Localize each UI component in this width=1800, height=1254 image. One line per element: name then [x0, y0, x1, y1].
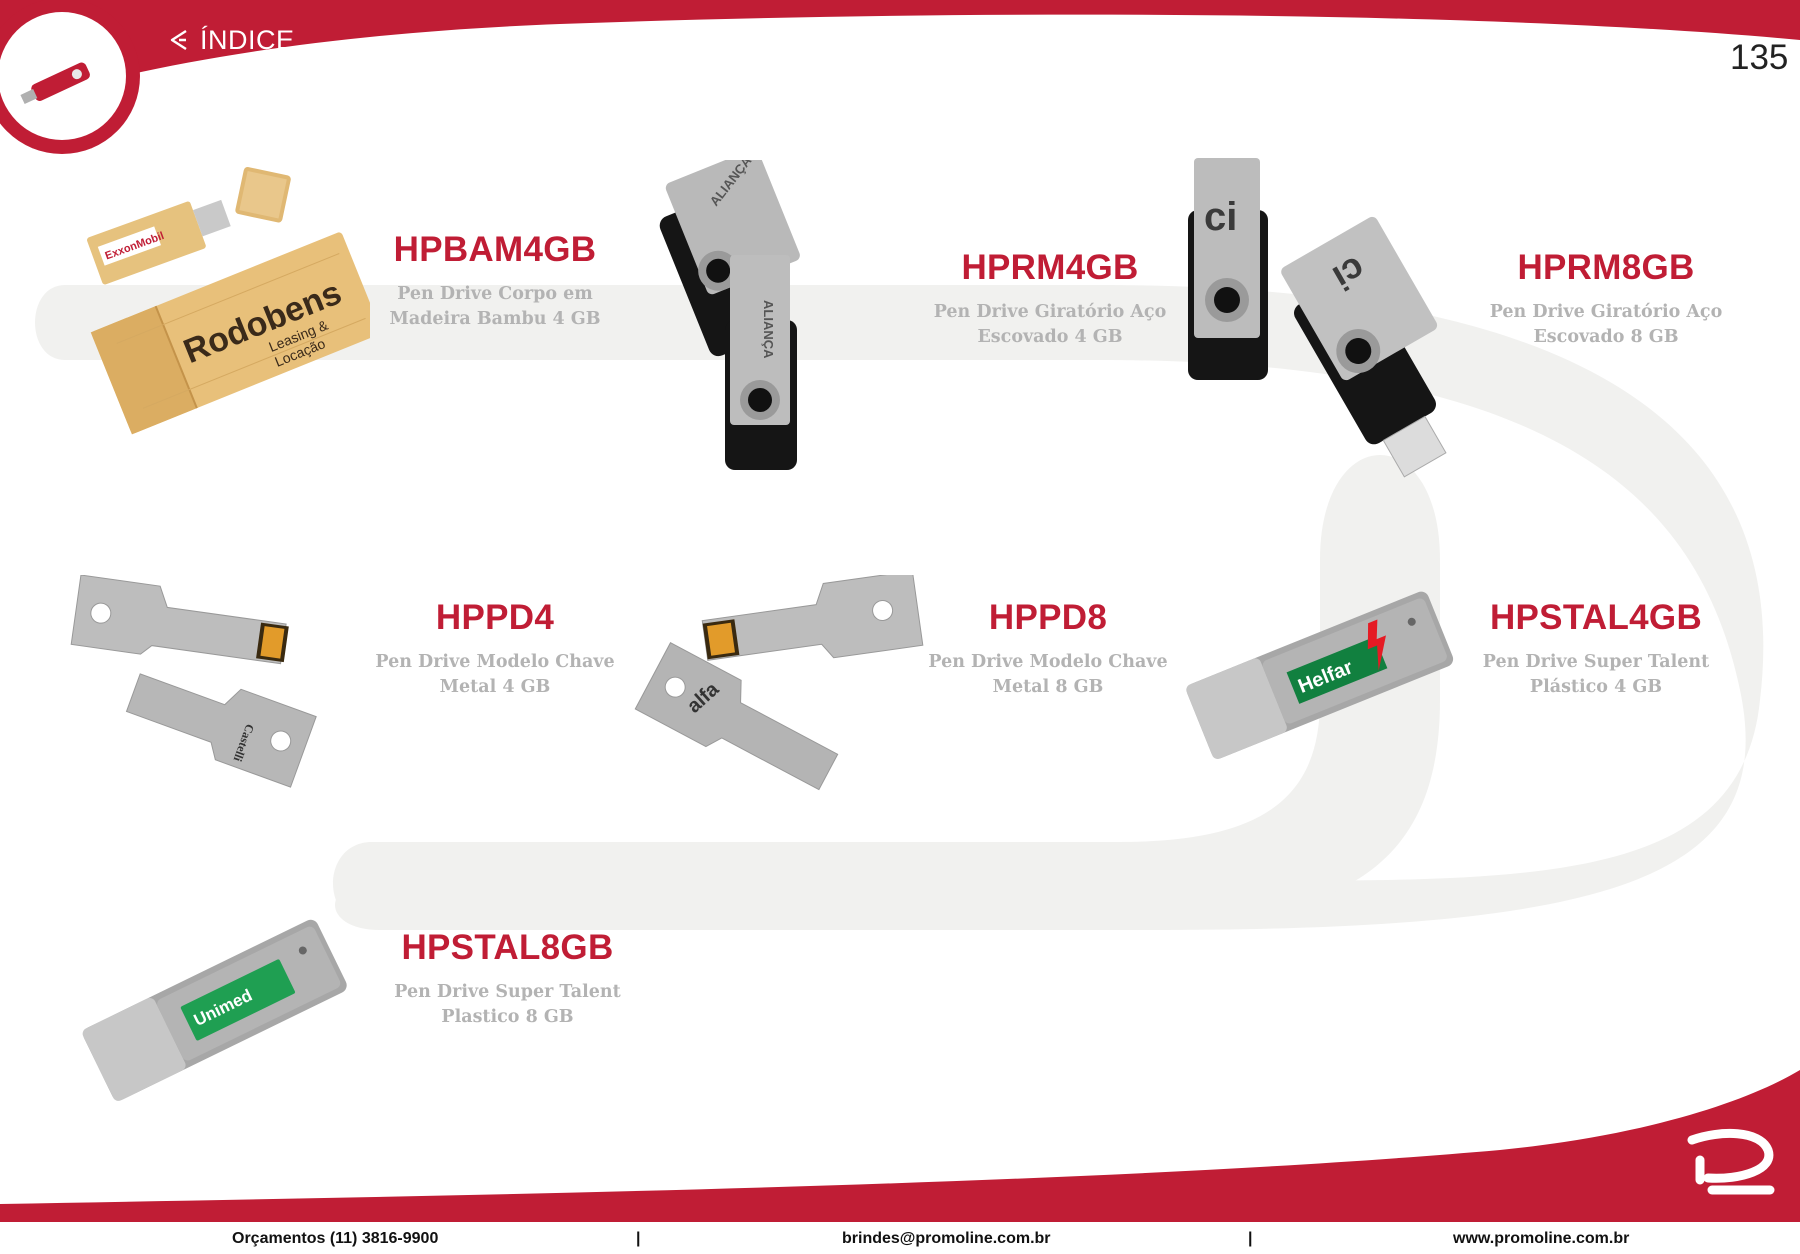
product-hpstal8gb[interactable]: HPSTAL8GB Pen Drive Super Talent Plastic… [375, 928, 640, 1030]
product-code: HPSTAL8GB [401, 928, 614, 967]
footer-phone: Orçamentos (11) 3816-9900 [232, 1230, 439, 1247]
swivel-drive-4gb-image: ALIANÇA ALIANÇA [659, 160, 800, 470]
product-description: Pen Drive Super Talent Plástico 4 GB [1482, 652, 1710, 697]
index-label: ÍNDICE [200, 24, 295, 55]
key-drive-4gb-image: Castelli [70, 575, 317, 788]
product-hppd8[interactable]: HPPD8 Pen Drive Modelo Chave Metal 8 GB [918, 598, 1178, 700]
footer-website[interactable]: www.promoline.com.br [1453, 1230, 1630, 1247]
ci-logo: ci [1204, 195, 1237, 239]
key-drive-8gb-image: alfa [634, 575, 924, 791]
index-back-link[interactable]: ÍNDICE [166, 20, 295, 60]
usb-drive-icon [20, 62, 90, 105]
footer: Orçamentos (11) 3816-9900 | brindes@prom… [0, 1222, 1800, 1254]
product-code: HPRM8GB [1517, 248, 1695, 287]
product-description: Pen Drive Modelo Chave Metal 8 GB [928, 652, 1168, 697]
product-description: Pen Drive Giratório Aço Escovado 4 GB [933, 302, 1167, 347]
product-code: HPSTAL4GB [1489, 598, 1703, 637]
product-hprm4gb[interactable]: HPRM4GB Pen Drive Giratório Aço Escovado… [920, 248, 1180, 350]
decorative-path-lower [333, 455, 1440, 925]
footer-email[interactable]: brindes@promoline.com.br [842, 1230, 1051, 1247]
product-description: Pen Drive Giratório Aço Escovado 8 GB [1489, 302, 1723, 347]
header-band [0, 0, 1800, 110]
super-talent-8gb-image: Unimed [82, 919, 347, 1101]
product-code: HPPD8 [988, 598, 1108, 637]
footer-band [0, 1070, 1800, 1222]
super-talent-4gb-image: Helfar [1186, 591, 1454, 759]
product-description: Pen Drive Modelo Chave Metal 4 GB [375, 652, 615, 697]
footer-separator: | [1248, 1230, 1253, 1247]
svg-text:ALIANÇA: ALIANÇA [761, 300, 776, 359]
product-description: Pen Drive Corpo em Madeira Bambu 4 GB [389, 284, 601, 329]
product-hpbam4gb[interactable]: HPBAM4GB Pen Drive Corpo em Madeira Bamb… [370, 230, 620, 332]
back-arrow-icon [170, 29, 187, 51]
swivel-drive-8gb-image: ci ci [1188, 158, 1447, 478]
product-hppd4[interactable]: HPPD4 Pen Drive Modelo Chave Metal 4 GB [370, 598, 620, 700]
product-code: HPRM4GB [961, 248, 1139, 287]
product-hprm8gb[interactable]: HPRM8GB Pen Drive Giratório Aço Escovado… [1476, 248, 1736, 350]
footer-separator: | [636, 1230, 641, 1247]
product-code: HPPD4 [435, 598, 555, 637]
product-hpstal4gb[interactable]: HPSTAL4GB Pen Drive Super Talent Plástic… [1466, 598, 1726, 700]
bamboo-drive-image: ExxonMobil Rodobens Leasing & Locação [87, 167, 370, 435]
product-code: HPBAM4GB [393, 230, 597, 269]
product-description: Pen Drive Super Talent Plastico 8 GB [394, 982, 621, 1027]
page-number: 135 [1730, 38, 1789, 77]
promoline-logo [1687, 1128, 1775, 1195]
